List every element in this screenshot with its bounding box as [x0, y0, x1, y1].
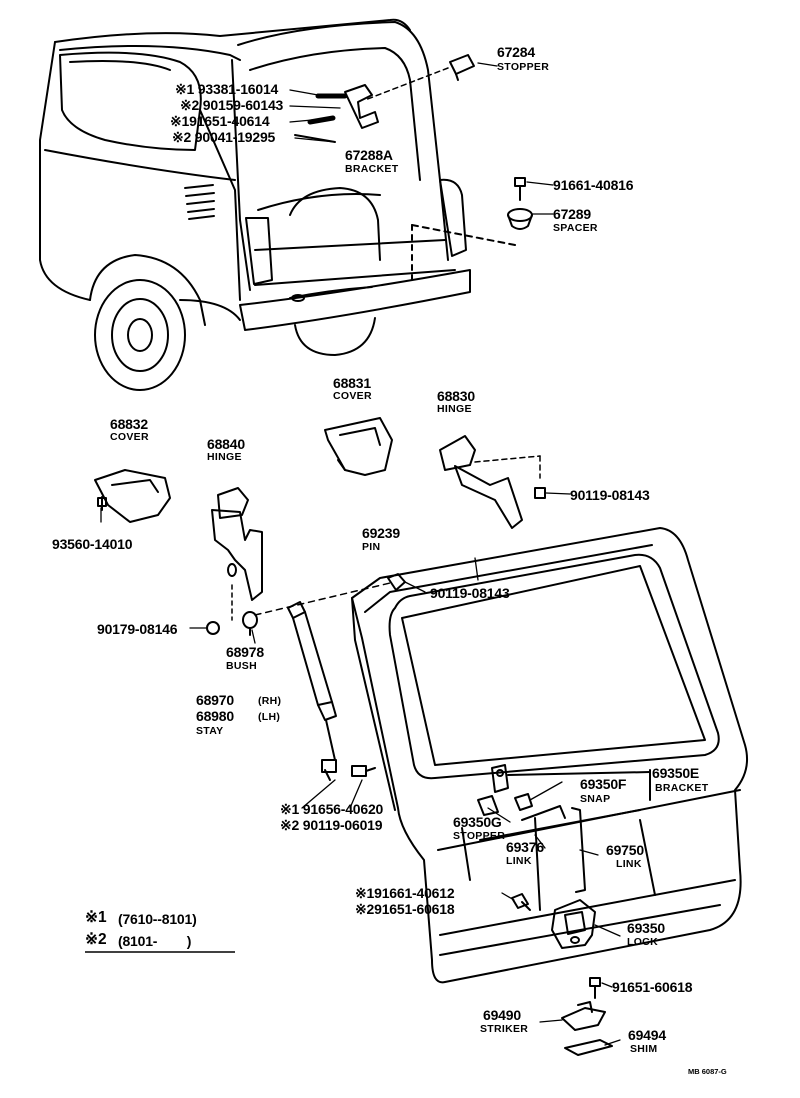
legend-note1-range: (7610--8101) [118, 911, 197, 927]
cover-68831-drawing [324, 417, 393, 476]
part-number-90041-19295: ※2 90041-19295 [172, 129, 276, 145]
striker-69490-drawing [561, 1001, 606, 1031]
part-name-hinge: HINGE [207, 451, 242, 463]
part-number-69750: 69750 [606, 842, 644, 858]
part-number-69350F: 69350F [580, 776, 627, 792]
part-number-90119-08143: 90119-08143 [570, 487, 650, 503]
part-number-69376: 69376 [506, 839, 544, 855]
part-number-90119-08143-b: 90119-08143 [430, 585, 510, 601]
link-69750-drawing [571, 807, 586, 893]
part-number-68970: 68970 [196, 692, 234, 708]
part-number-90119-06019: ※2 90119-06019 [280, 817, 383, 833]
figure-code: MB 6087-G [688, 1067, 727, 1076]
part-number-69350E: 69350E [652, 765, 700, 781]
part-number-93560-14010: 93560-14010 [52, 536, 133, 552]
bolt-91661-40816-drawing [514, 177, 526, 201]
part-number-91651-60618-b: 91651-60618 [612, 979, 693, 995]
part-name-stay: STAY [196, 725, 224, 737]
part-number-67289: 67289 [553, 206, 591, 222]
back-door-illustration [351, 527, 748, 984]
legend-note1-mark: ※1 [85, 909, 107, 926]
part-number-68832: 68832 [110, 416, 148, 432]
part-name-striker: STRIKER [480, 1023, 529, 1035]
stay-68970-drawing [254, 582, 391, 781]
part-name-spacer: SPACER [553, 222, 598, 234]
legend-note2-range: (8101- ) [118, 933, 192, 949]
part-number-91651-60618: ※291651-60618 [355, 901, 455, 917]
part-number-90159-60143: ※2 90159-60143 [180, 97, 284, 113]
suffix-lh: (LH) [258, 711, 281, 723]
part-number-68830: 68830 [437, 388, 475, 404]
part-number-69494: 69494 [628, 1027, 666, 1043]
bolt-91651-60618-b-drawing [589, 977, 601, 999]
legend-note2-mark: ※2 [85, 931, 107, 948]
part-name-lock: LOCK [627, 936, 658, 948]
bolt-91656-drawing [351, 765, 376, 777]
part-number-68980: 68980 [196, 708, 234, 724]
part-number-90179-08146: 90179-08146 [97, 621, 178, 637]
part-name-link: LINK [616, 858, 642, 870]
part-number-67284: 67284 [497, 44, 535, 60]
part-name-cover: COVER [110, 431, 149, 443]
part-number-91651-40614: ※191651-40614 [170, 113, 270, 129]
shim-69494-drawing [564, 1039, 613, 1056]
part-number-68840: 68840 [207, 436, 245, 452]
part-number-69350: 69350 [627, 920, 665, 936]
bolt-91661-40612-drawing [511, 893, 531, 911]
bracket-67288A-drawing [294, 84, 379, 143]
part-name-link: LINK [506, 855, 532, 867]
part-name-hinge: HINGE [437, 403, 472, 415]
part-name-bush: BUSH [226, 660, 257, 672]
part-name-cover: COVER [333, 390, 372, 402]
snap-69350F-drawing [514, 793, 533, 811]
bracket-69350E-drawing [491, 764, 651, 801]
part-name-stopper: STOPPER [453, 830, 506, 842]
part-name-snap: SNAP [580, 793, 611, 805]
part-number-67288A: 67288A [345, 147, 393, 163]
hinge-68840-drawing [211, 487, 263, 621]
part-number-91661-40612: ※191661-40612 [355, 885, 455, 901]
part-number-69239: 69239 [362, 525, 400, 541]
part-number-69350G: 69350G [453, 814, 502, 830]
lock-69350-drawing [551, 899, 596, 949]
part-number-91661-40816: 91661-40816 [553, 177, 634, 193]
part-number-91656-40620: ※1 91656-40620 [280, 801, 384, 817]
cover-68832-drawing [94, 469, 171, 523]
link-69376-drawing [521, 805, 566, 911]
part-name-shim: SHIM [630, 1043, 658, 1055]
part-number-93381-16014: ※1 93381-16014 [175, 81, 279, 97]
leader-lines [100, 62, 621, 1046]
hinge-68830-drawing [439, 435, 546, 529]
part-name-bracket: BRACKET [655, 782, 709, 794]
part-name-bracket: BRACKET [345, 163, 399, 175]
bush-68978-drawing [242, 611, 258, 636]
part-name-stopper: STOPPER [497, 61, 550, 73]
stopper-69350G-drawing [477, 795, 499, 816]
suffix-rh: (RH) [258, 695, 282, 707]
part-name-pin: PIN [362, 541, 381, 553]
part-number-68978: 68978 [226, 644, 264, 660]
part-number-68831: 68831 [333, 375, 371, 391]
vehicle-body-illustration [39, 18, 516, 391]
stopper-67284-drawing [364, 54, 475, 101]
spacer-67289-drawing [507, 208, 533, 230]
part-number-69490: 69490 [483, 1007, 521, 1023]
